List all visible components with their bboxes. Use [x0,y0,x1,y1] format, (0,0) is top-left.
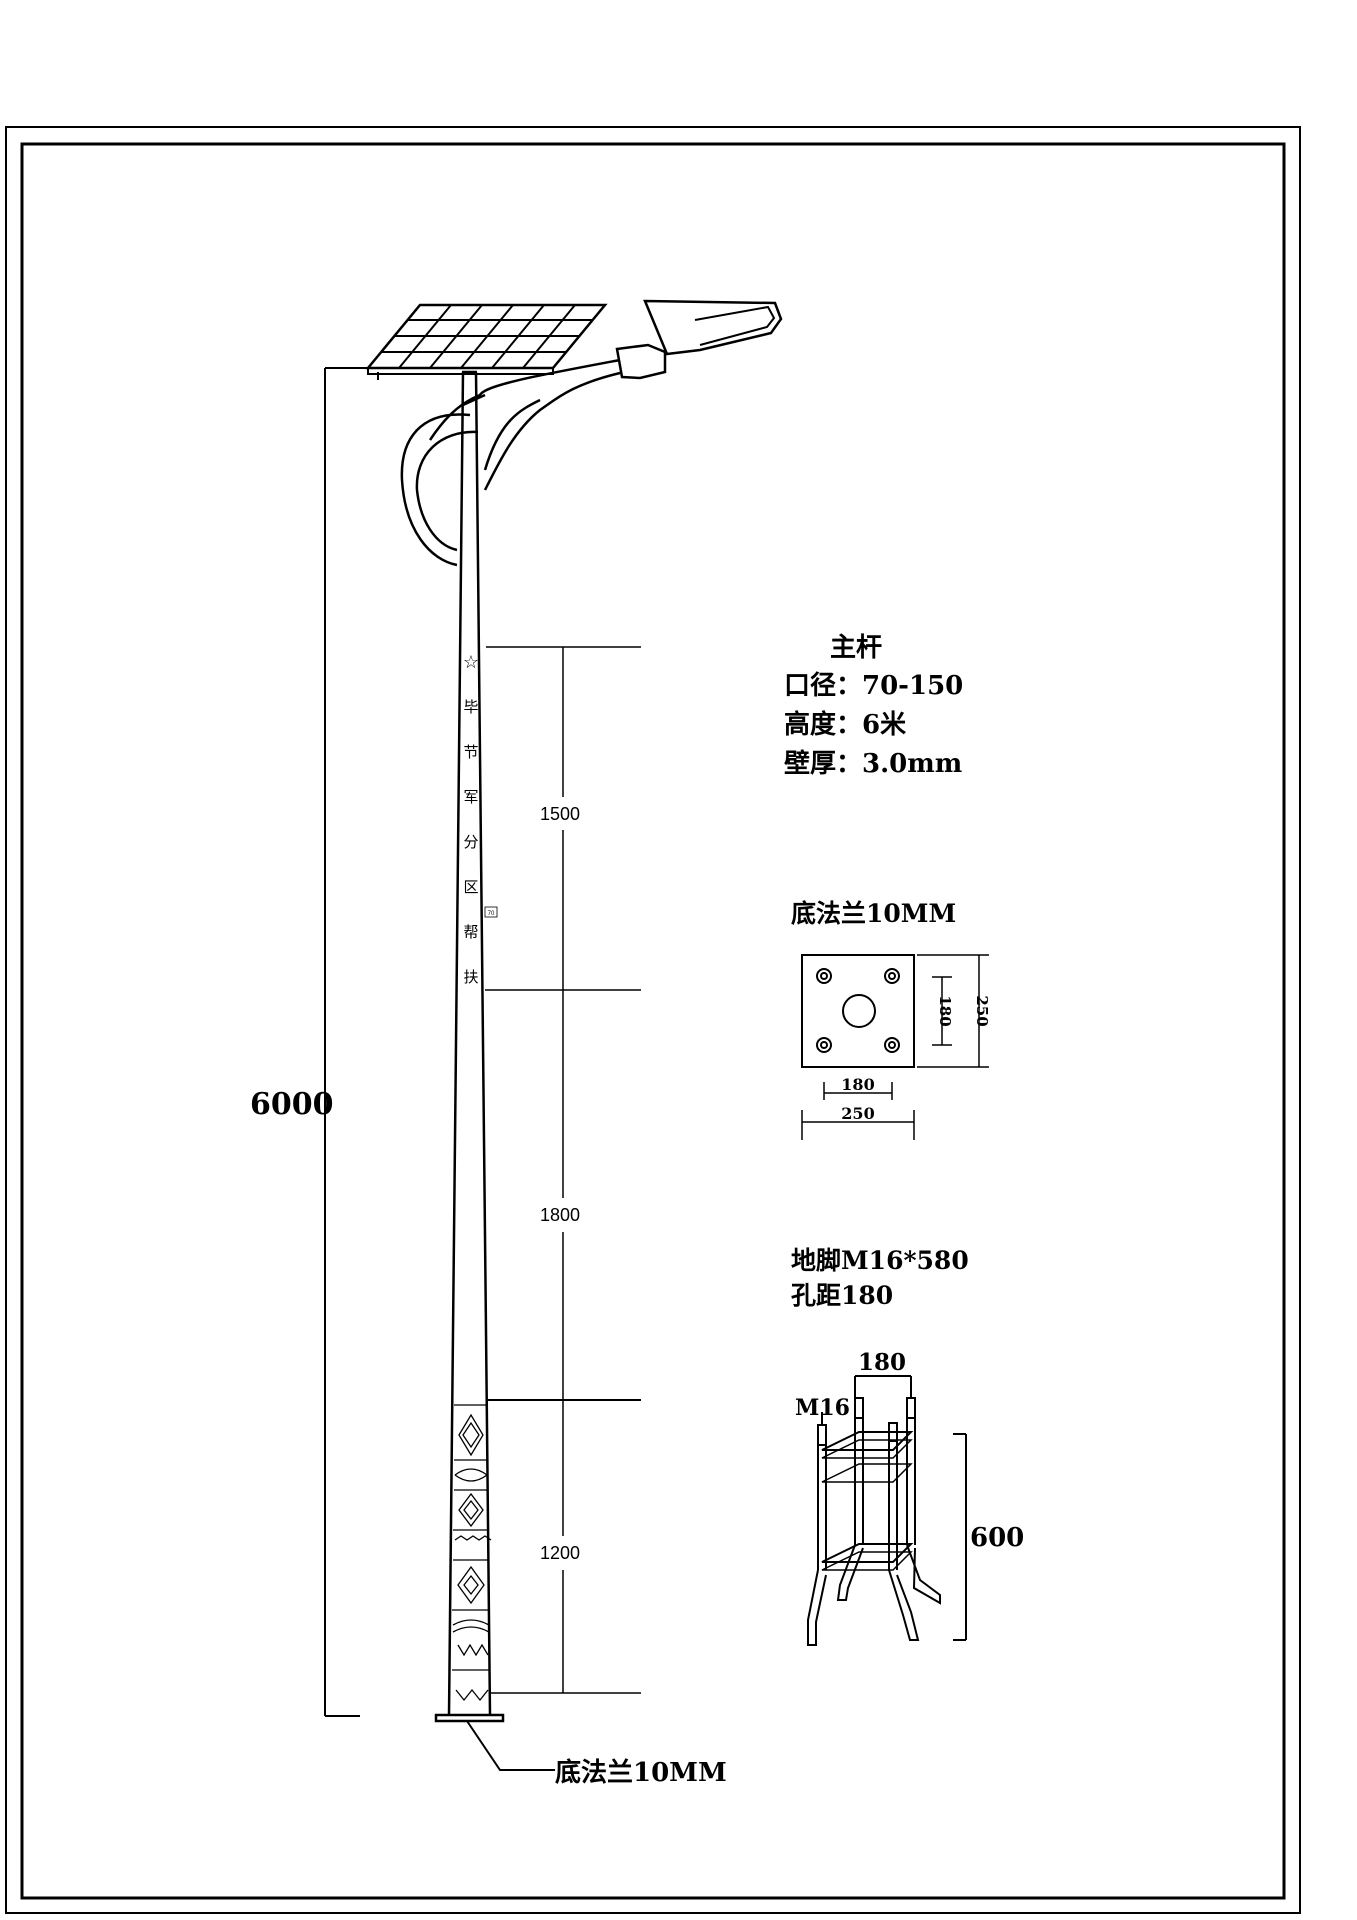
segment-middle-label: 1800 [540,1205,580,1225]
anchor-detail-title: 地脚M16*580 [791,1246,969,1275]
pole-char: 帮 [463,924,478,941]
anchor-cage [807,1375,967,1646]
solar-panel [365,303,608,380]
pole-pattern [452,1404,492,1702]
outer-frame [5,126,1301,1914]
flange-dimensions [801,954,989,1140]
anchor-dim-top: 180 [858,1349,906,1376]
lamp-head [615,299,783,380]
base-flange-label: 底法兰10MM [555,1757,727,1788]
base-leader [466,1720,555,1771]
pole [447,370,492,1716]
star-icon: ☆ [463,652,479,672]
pole-char: 节 [463,744,478,761]
pole-char: 区 [463,879,478,896]
overall-height-label: 6000 [250,1087,334,1122]
overall-height-dimension [324,367,367,1717]
main-pole-wall: 壁厚：3.0mm [784,748,962,779]
flange-dim-inner-h: 180 [841,1075,874,1094]
pole-char: 扶 [463,969,478,986]
lamp-arm [400,358,621,567]
flange-detail-title: 底法兰10MM [791,899,956,928]
pole-text: 毕 节 军 分 区 帮 扶 [463,699,478,986]
anchor-dim-height: 600 [970,1523,1024,1553]
main-pole-diameter: 口径：70-150 [784,671,963,701]
tiny-marker: 70 [484,906,498,918]
flange-dim-outer-h: 250 [841,1104,874,1123]
inner-frame [20,142,1286,1900]
pole-char: 军 [463,789,478,806]
pole-char: 毕 [463,699,478,716]
flange-plate [801,954,915,1068]
pole-char: 分 [463,834,478,851]
flange-dim-outer-v: 250 [973,995,991,1026]
main-pole-spec: 主杆 口径：70-150 高度：6米 壁厚：3.0mm [784,633,963,779]
flange-dim-inner-v: 180 [936,995,954,1026]
anchor-spacing: 孔距180 [791,1281,893,1310]
tiny-mark-label: 70 [488,911,495,917]
main-pole-title: 主杆 [830,633,882,663]
anchor-bolt-label: M16 [795,1395,850,1421]
main-pole-height: 高度：6米 [784,709,906,740]
segment-upper-label: 1500 [540,804,580,824]
segment-lower-label: 1200 [540,1543,580,1563]
segment-dimension-lines [485,646,641,1694]
base-flange [434,1713,505,1723]
